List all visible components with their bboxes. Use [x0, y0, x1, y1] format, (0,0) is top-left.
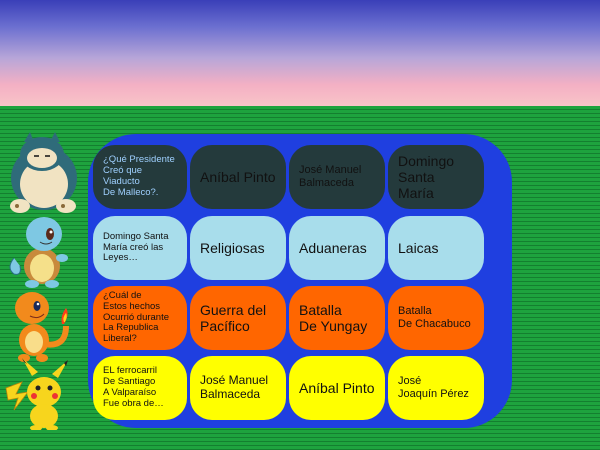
squirtle-icon	[9, 217, 68, 288]
answer-tile-2-1[interactable]: Religiosas	[190, 216, 286, 280]
question-tile-1[interactable]: ¿Qué Presidente Creó que Viaducto De Mal…	[93, 145, 187, 209]
answer-tile-2-3[interactable]: Laicas	[388, 216, 484, 280]
answer-text-3-2: Batalla De Yungay	[299, 301, 368, 334]
answer-text-2-2: Aduaneras	[299, 239, 367, 256]
answer-text-3-1: Guerra del Pacífico	[200, 301, 267, 334]
question-text-4: EL ferrocarril De Santiago A Valparaíso …	[103, 365, 164, 409]
answer-text-4-1: José Manuel Balmaceda	[200, 373, 269, 401]
pikachu-icon	[5, 358, 68, 430]
answer-tile-3-3[interactable]: Batalla De Chacabuco	[388, 286, 484, 350]
question-tile-2[interactable]: Domingo Santa María creó las Leyes…	[93, 216, 187, 280]
answer-text-4-2: Aníbal Pinto	[299, 379, 375, 396]
question-tile-4[interactable]: EL ferrocarril De Santiago A Valparaíso …	[93, 356, 187, 420]
answer-tile-1-1[interactable]: Aníbal Pinto	[190, 145, 286, 209]
sky-background	[0, 0, 600, 106]
answer-tile-4-3[interactable]: José Joaquín Pérez	[388, 356, 484, 420]
question-text-3: ¿Cuál de Estos hechos Ocurrió durante La…	[103, 289, 170, 345]
answer-text-4-3: José Joaquín Pérez	[398, 375, 469, 400]
answer-tile-3-2[interactable]: Batalla De Yungay	[289, 286, 385, 350]
question-text-1: ¿Qué Presidente Creó que Viaducto De Mal…	[103, 154, 175, 198]
question-tile-3[interactable]: ¿Cuál de Estos hechos Ocurrió durante La…	[93, 286, 187, 350]
answer-tile-3-1[interactable]: Guerra del Pacífico	[190, 286, 286, 350]
answer-tile-4-1[interactable]: José Manuel Balmaceda	[190, 356, 286, 420]
answer-text-1-2: José Manuel Balmaceda	[299, 164, 362, 189]
answer-tile-1-2[interactable]: José Manuel Balmaceda	[289, 145, 385, 209]
snorlax-icon	[10, 132, 77, 213]
answer-tile-4-2[interactable]: Aníbal Pinto	[289, 356, 385, 420]
answer-tile-1-3[interactable]: Domingo Santa María	[388, 145, 484, 209]
answer-tile-2-2[interactable]: Aduaneras	[289, 216, 385, 280]
answer-text-1-3: Domingo Santa María	[398, 152, 455, 202]
question-text-2: Domingo Santa María creó las Leyes…	[103, 230, 169, 264]
answer-text-1-1: Aníbal Pinto	[200, 168, 276, 185]
answer-text-2-1: Religiosas	[200, 239, 265, 256]
answer-text-2-3: Laicas	[398, 239, 439, 256]
answer-text-3-3: Batalla De Chacabuco	[398, 305, 471, 330]
charmander-icon	[15, 292, 69, 362]
